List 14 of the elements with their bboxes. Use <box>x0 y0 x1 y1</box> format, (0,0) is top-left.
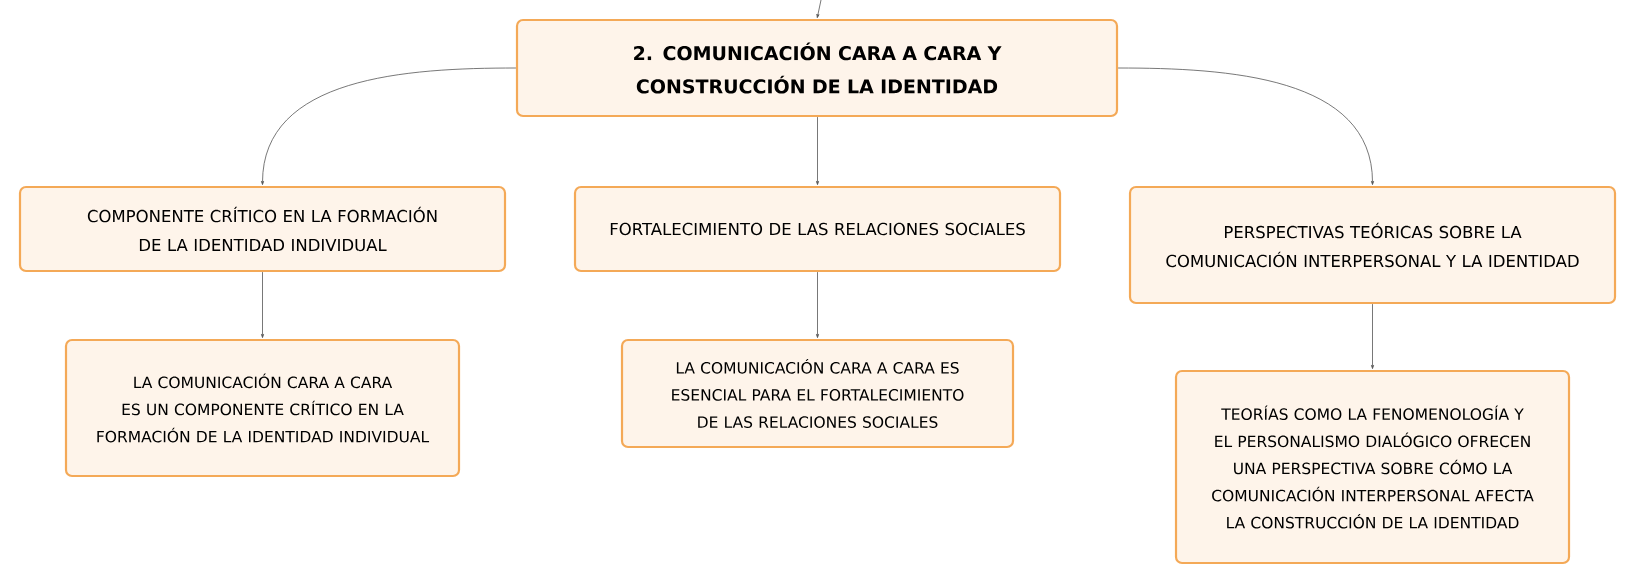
topic-box: LA COMUNICACIÓN CARA A CARA ES ESENCIAL PARA EL FORTALECIMIENTO DE LAS RELACIONES SOCIALES <box>620 338 1015 449</box>
topic-box: FORTALECIMIENTO DE LAS RELACIONES SOCIALES <box>573 185 1062 273</box>
topic-box: LA COMUNICACIÓN CARA A CARA ES UN COMPONENTE CRÍTICO EN LA FORMACIÓN DE LA IDENTIDAD INDIVIDUAL <box>64 338 461 478</box>
arrow <box>816 0 822 19</box>
arrow <box>1371 303 1375 370</box>
topic-box: TEORÍAS COMO LA FENOMENOLOGÍA Y EL PERSONALISMO DIALÓGICO OFRECEN UNA PERSPECTIVA SOBRE CÓMO LA COMUNICACIÓN INTERPERSONAL AFECTA LA CONSTRUCCIÓN DE LA IDENTIDAD <box>1174 369 1571 565</box>
arrow <box>1117 67 1375 186</box>
arrow <box>816 116 820 186</box>
topic-box: 2. COMUNICACIÓN CARA A CARA Y CONSTRUCCIÓN DE LA IDENTIDAD <box>515 18 1119 118</box>
arrow <box>816 271 820 339</box>
topic-box: PERSPECTIVAS TEÓRICAS SOBRE LA COMUNICACIÓN INTERPERSONAL Y LA IDENTIDAD <box>1128 185 1617 305</box>
arrow <box>261 271 265 339</box>
topic-box: COMPONENTE CRÍTICO EN LA FORMACIÓN DE LA IDENTIDAD INDIVIDUAL <box>18 185 507 273</box>
arrow <box>261 67 517 186</box>
